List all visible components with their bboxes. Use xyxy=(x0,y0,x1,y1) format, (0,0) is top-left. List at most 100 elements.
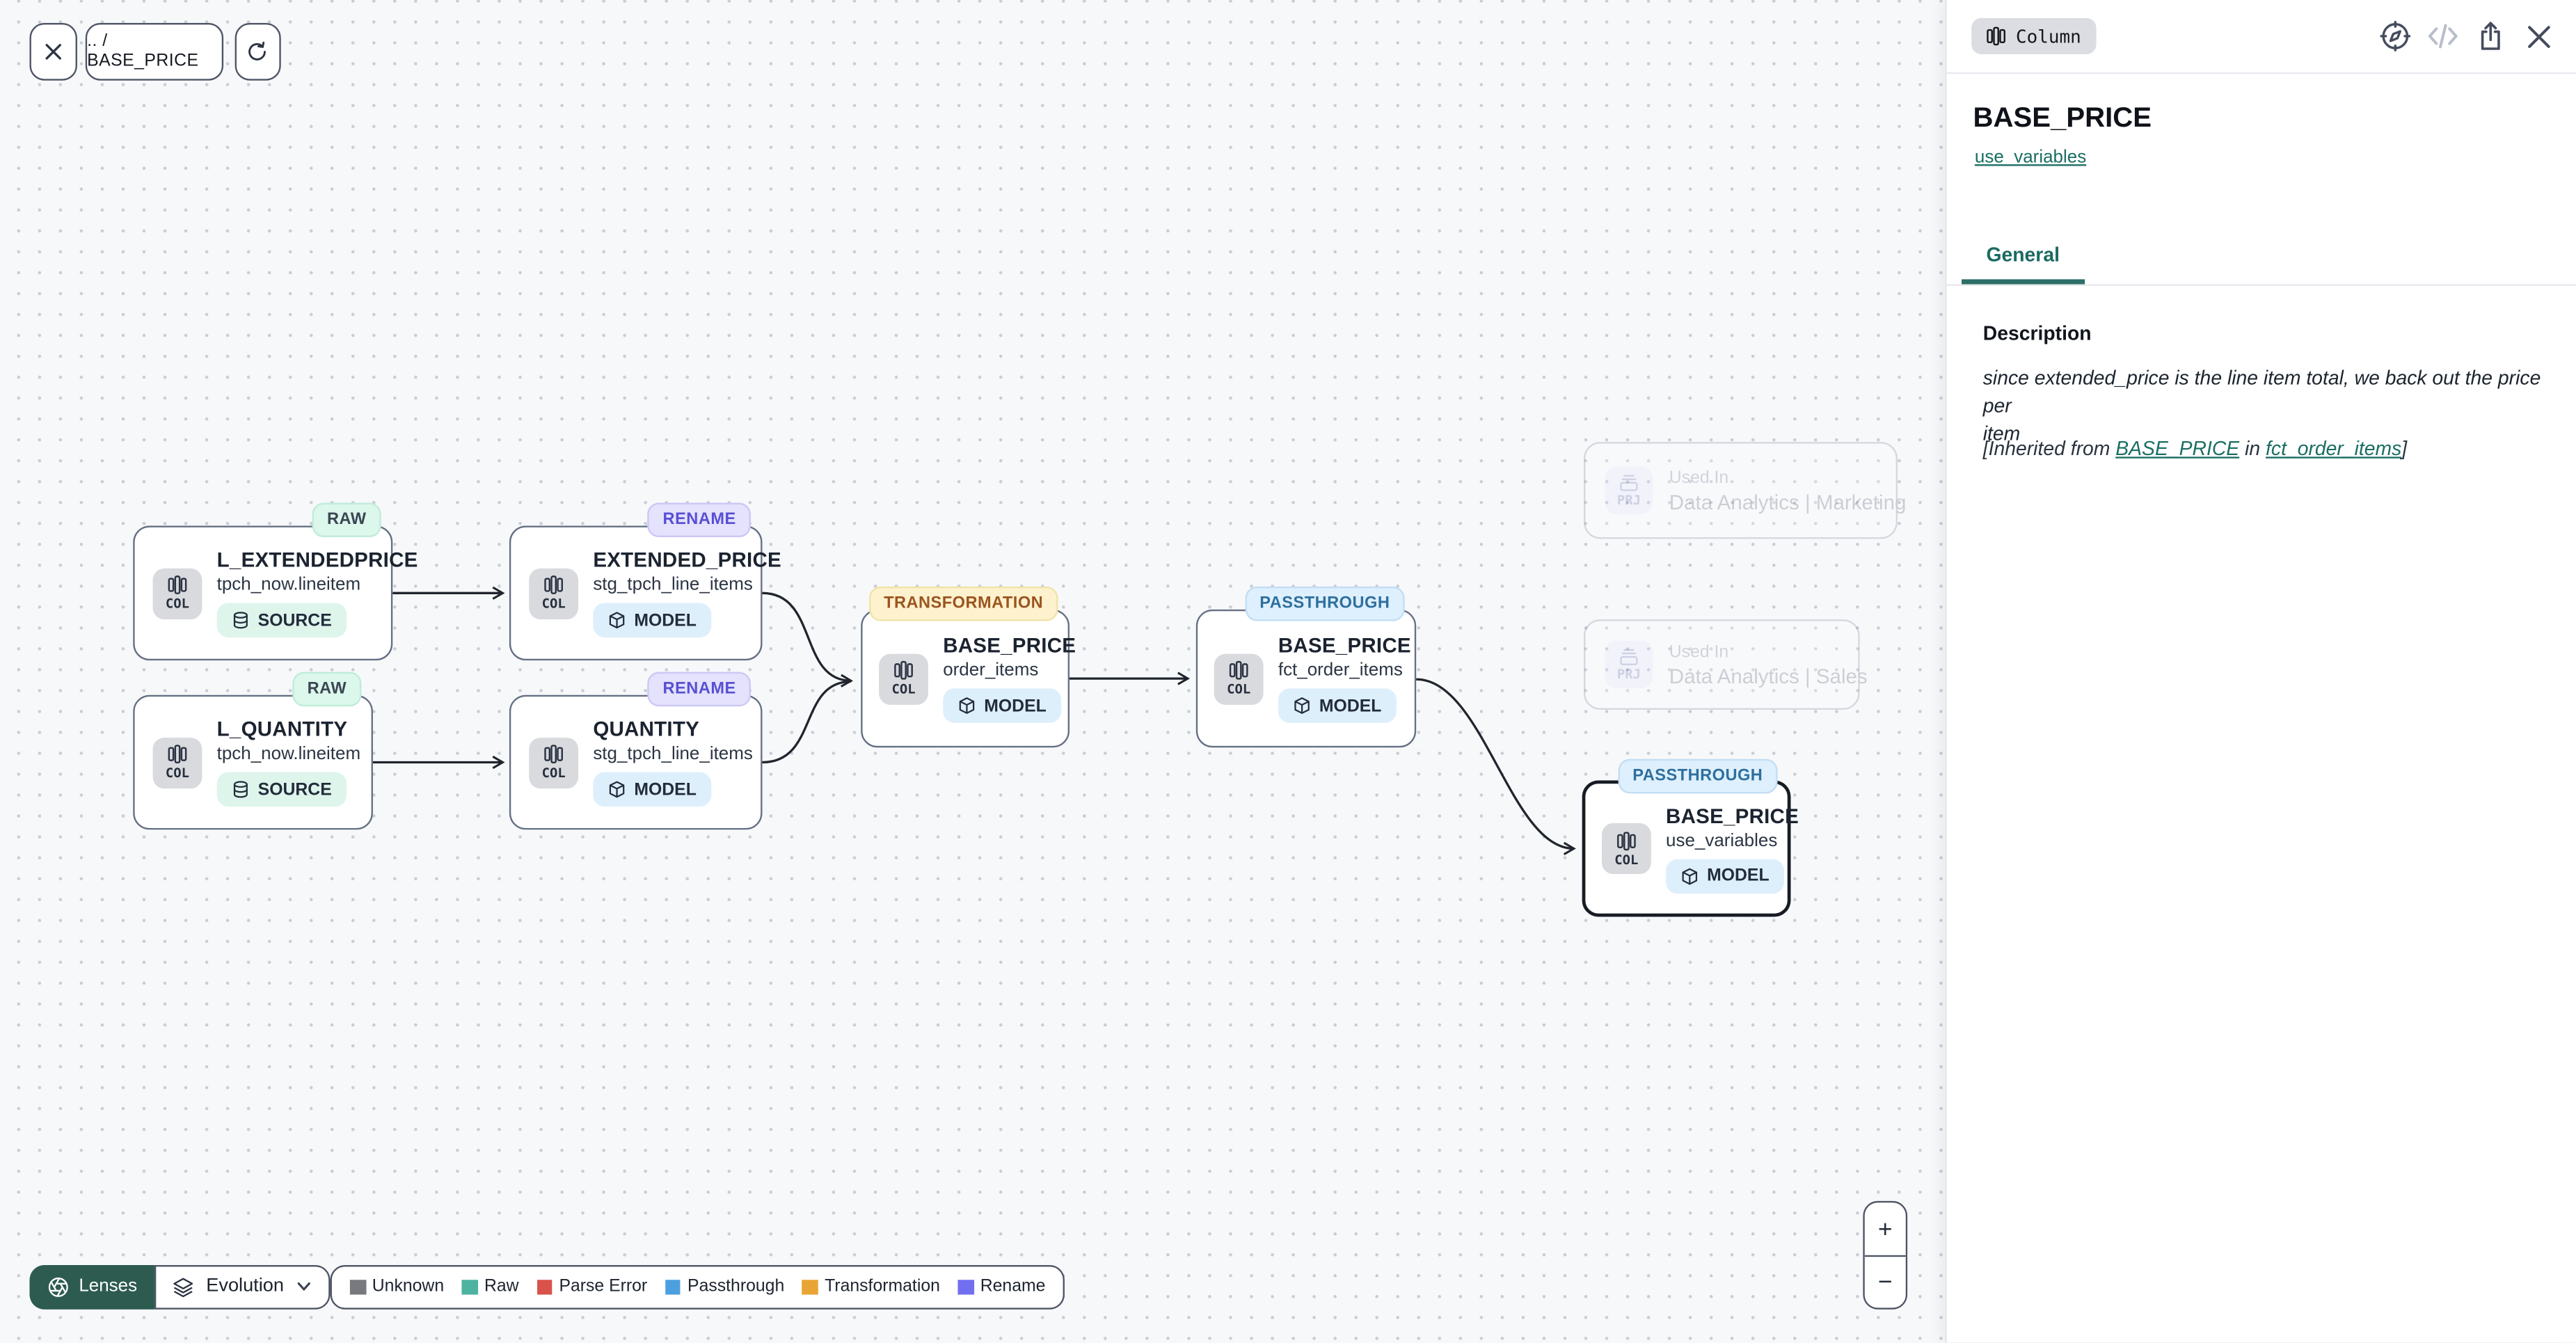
node-title: BASE_PRICE xyxy=(1278,634,1411,658)
lenses-label: Lenses xyxy=(79,1277,138,1297)
node-title: L_QUANTITY xyxy=(216,717,348,741)
legend-item: Passthrough xyxy=(665,1277,784,1296)
columns-icon xyxy=(168,745,187,764)
column-chip: COL xyxy=(152,736,202,788)
column-chip: COL xyxy=(1214,653,1264,704)
used-in-label: Used In xyxy=(1669,467,1729,488)
close-icon xyxy=(42,40,63,62)
column-chip: COL xyxy=(529,567,579,619)
used-in-node-sales[interactable]: PRJ Used In Data Analytics | Sales xyxy=(1584,619,1868,710)
description-text: since extended_price is the line item to… xyxy=(1982,366,2541,445)
evolution-type-badge: RAW xyxy=(292,672,362,707)
node-subtitle: order_items xyxy=(943,660,1039,681)
node-kind-badge: MODEL xyxy=(593,772,712,807)
legend-item: Raw xyxy=(462,1277,519,1296)
legend-swatch xyxy=(536,1279,552,1295)
used-in-node-marketing[interactable]: PRJ Used In Data Analytics | Marketing xyxy=(1584,442,1906,539)
node-kind-badge: SOURCE xyxy=(216,603,347,638)
inherited-note: [Inherited from BASE_PRICE in fct_order_… xyxy=(1982,437,2408,461)
columns-icon xyxy=(1229,660,1248,680)
node-title: L_EXTENDEDPRICE xyxy=(216,548,418,572)
evolution-type-badge: PASSTHROUGH xyxy=(1617,758,1778,794)
database-icon xyxy=(233,612,248,629)
tab-general[interactable]: General xyxy=(1962,230,2085,285)
description-label: Description xyxy=(1982,321,2092,345)
legend-swatch xyxy=(665,1279,681,1295)
columns-icon xyxy=(1987,26,2005,46)
inherited-model-link[interactable]: fct_order_items xyxy=(2266,437,2402,461)
lineage-node-l-extendedprice[interactable]: RAW COL L_EXTENDEDPRICE tpch_now.lineite… xyxy=(133,502,418,661)
lenses-button[interactable]: Lenses xyxy=(29,1264,156,1309)
zoom-out-button[interactable]: − xyxy=(1864,1255,1906,1308)
lens-select[interactable]: Evolution xyxy=(155,1264,331,1309)
breadcrumb-label: .. / BASE_PRICE xyxy=(87,31,199,72)
lineage-edges xyxy=(372,586,1576,856)
node-subtitle: stg_tpch_line_items xyxy=(593,744,753,764)
node-title: BASE_PRICE xyxy=(1666,804,1799,827)
legend-swatch xyxy=(802,1279,818,1295)
legend-item: Transformation xyxy=(802,1277,940,1296)
evolution-legend: Unknown Raw Parse Error Passthrough Tran… xyxy=(330,1264,1065,1309)
zoom-control: + − xyxy=(1863,1200,1908,1310)
cube-icon xyxy=(609,781,625,798)
refresh-icon xyxy=(245,39,269,63)
node-subtitle: tpch_now.lineitem xyxy=(216,744,361,764)
explore-compass-icon[interactable] xyxy=(2379,19,2412,52)
legend-swatch xyxy=(349,1279,366,1295)
node-subtitle: use_variables xyxy=(1666,830,1778,850)
model-link[interactable]: use_variables xyxy=(1974,148,2087,168)
project-chip: PRJ xyxy=(1605,466,1653,514)
refresh-button[interactable] xyxy=(234,23,281,80)
lenses-control: Lenses Evolution xyxy=(29,1264,331,1309)
columns-icon xyxy=(1617,831,1636,850)
close-lineage-button[interactable] xyxy=(29,23,77,80)
lineage-node-base-price-fct-order-items[interactable]: PASSTHROUGH COL BASE_PRICE fct_order_ite… xyxy=(1195,586,1417,748)
entity-type-badge: Column xyxy=(1971,17,2097,54)
inherited-column-link[interactable]: BASE_PRICE xyxy=(2115,437,2240,461)
evolution-type-badge: TRANSFORMATION xyxy=(868,586,1058,621)
cube-icon xyxy=(609,612,625,629)
lineage-node-base-price-order-items[interactable]: TRANSFORMATION COL BASE_PRICE order_item… xyxy=(861,586,1076,748)
lineage-node-base-price-use-variables[interactable]: PASSTHROUGH COL BASE_PRICE use_variables… xyxy=(1582,758,1799,917)
panel-header: Column xyxy=(1946,0,2576,74)
project-chip: PRJ xyxy=(1605,640,1653,689)
lineage-node-quantity[interactable]: RENAME COL QUANTITY stg_tpch_line_items … xyxy=(509,672,763,830)
layers-icon xyxy=(173,1276,195,1298)
node-kind-badge: MODEL xyxy=(1278,688,1397,723)
database-icon xyxy=(233,781,248,798)
details-panel: Column BASE_PRICE use_variables Gener xyxy=(1945,0,2576,1343)
columns-icon xyxy=(168,575,187,594)
node-title: EXTENDED_PRICE xyxy=(593,548,781,572)
column-chip: COL xyxy=(152,567,202,619)
cube-icon xyxy=(1682,867,1698,884)
evolution-type-badge: PASSTHROUGH xyxy=(1245,586,1405,621)
share-icon[interactable] xyxy=(2474,19,2507,52)
lineage-node-extended-price[interactable]: RENAME COL EXTENDED_PRICE stg_tpch_line_… xyxy=(509,502,781,661)
cube-icon xyxy=(959,697,975,714)
node-kind-badge: MODEL xyxy=(593,603,712,638)
used-in-project: Data Analytics | Marketing xyxy=(1669,490,1907,514)
column-chip: COL xyxy=(879,653,928,704)
columns-icon xyxy=(544,745,564,764)
column-chip: COL xyxy=(529,736,579,788)
breadcrumb[interactable]: .. / BASE_PRICE xyxy=(85,23,224,80)
lineage-node-l-quantity[interactable]: RAW COL L_QUANTITY tpch_now.lineitem SOU… xyxy=(133,672,373,830)
aperture-icon xyxy=(47,1276,69,1298)
columns-icon xyxy=(894,660,913,680)
node-subtitle: stg_tpch_line_items xyxy=(593,575,753,595)
used-in-project: Data Analytics | Sales xyxy=(1669,665,1868,688)
legend-swatch xyxy=(462,1279,478,1295)
node-subtitle: fct_order_items xyxy=(1278,660,1403,681)
project-stack-icon xyxy=(1620,475,1638,491)
panel-title: BASE_PRICE xyxy=(1973,102,2152,134)
code-icon[interactable] xyxy=(2426,19,2459,52)
node-kind-badge: SOURCE xyxy=(216,772,347,807)
evolution-type-badge: RENAME xyxy=(648,502,751,538)
legend-item: Parse Error xyxy=(536,1277,647,1296)
close-panel-icon[interactable] xyxy=(2522,19,2554,52)
node-title: QUANTITY xyxy=(593,717,700,741)
evolution-type-badge: RENAME xyxy=(648,672,751,707)
zoom-in-button[interactable]: + xyxy=(1877,1214,1893,1243)
columns-icon xyxy=(544,575,564,594)
panel-tabs: General xyxy=(1946,230,2576,286)
